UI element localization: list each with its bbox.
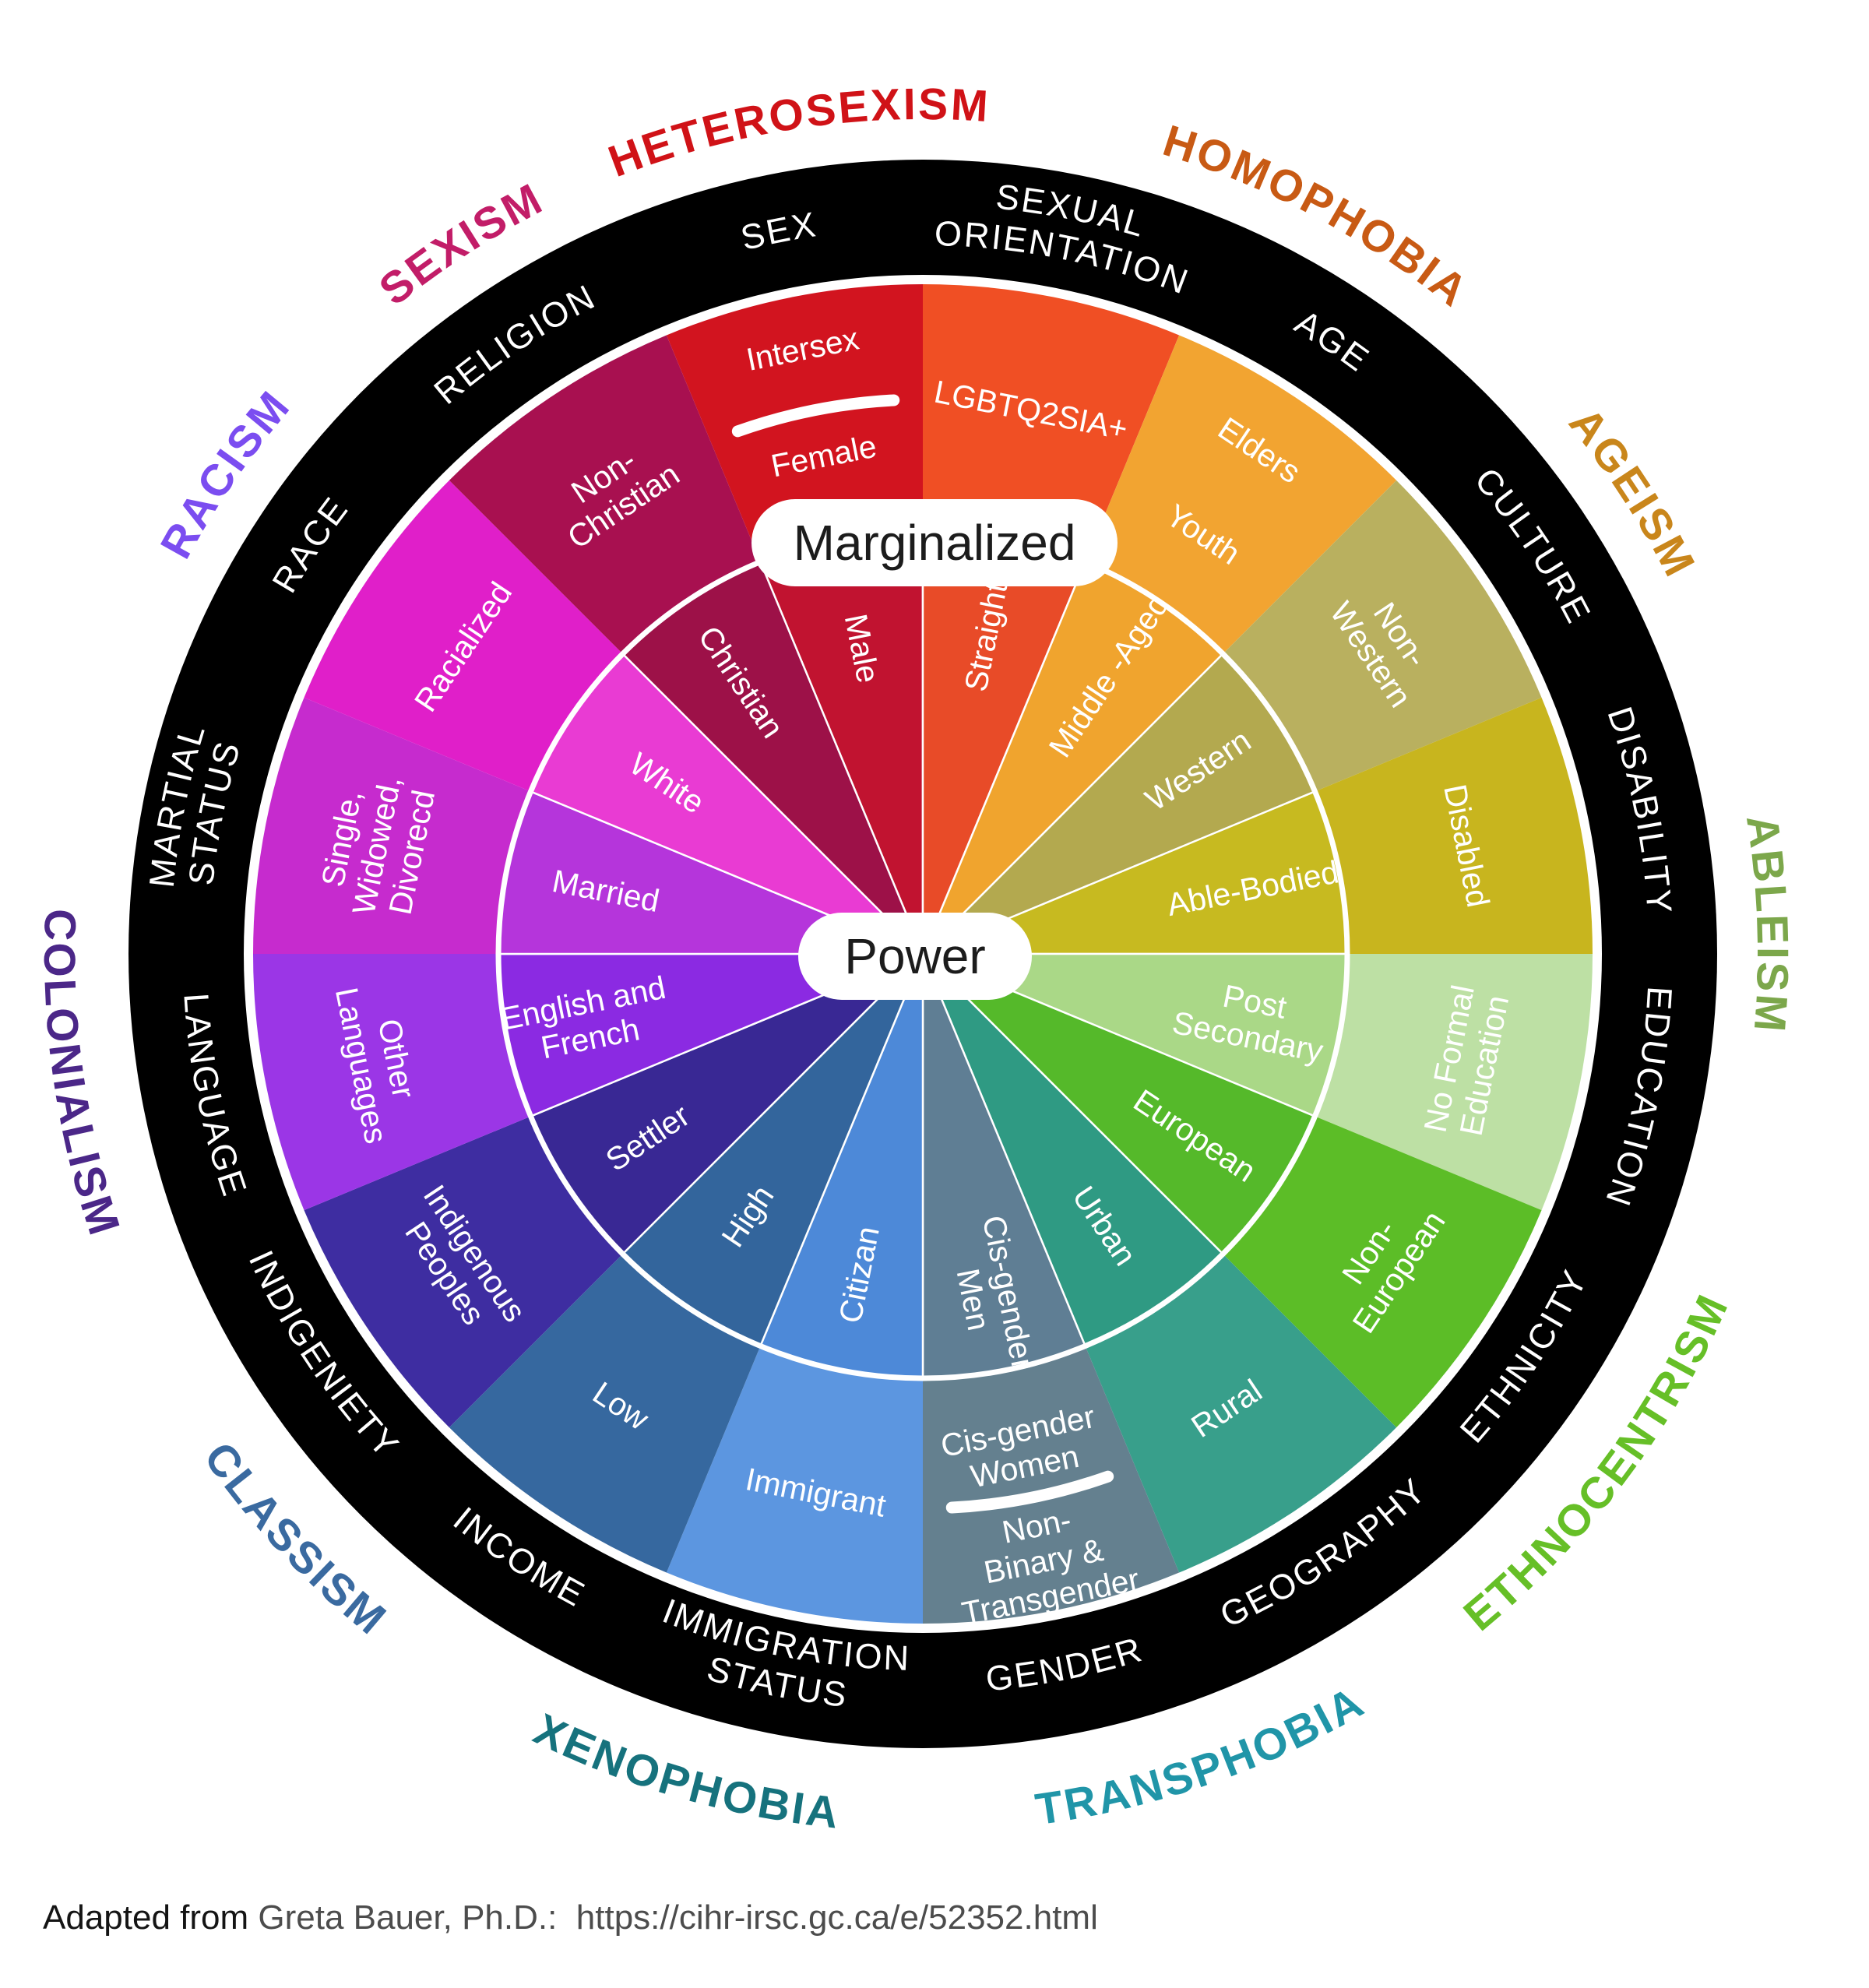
attribution-prefix: Adapted from: [43, 1898, 259, 1937]
attribution-footer: Adapted from Greta Bauer, Ph.D.: https:/…: [43, 1898, 1098, 1937]
svg-text:Power: Power: [844, 928, 985, 984]
attribution-source: Greta Bauer, Ph.D.: https://cihr-irsc.gc…: [258, 1898, 1098, 1937]
svg-text:Marginalized: Marginalized: [794, 515, 1076, 571]
split-arc-sex: [731, 394, 900, 438]
marginalized-pill: Marginalized: [751, 499, 1118, 586]
power-pill: Power: [798, 913, 1032, 1000]
split-arc-gender: [945, 1470, 1114, 1514]
ism-label-colonialism: COLONIALISM: [34, 908, 130, 1243]
ism-label-ableism: ABLEISM: [1737, 811, 1797, 1035]
